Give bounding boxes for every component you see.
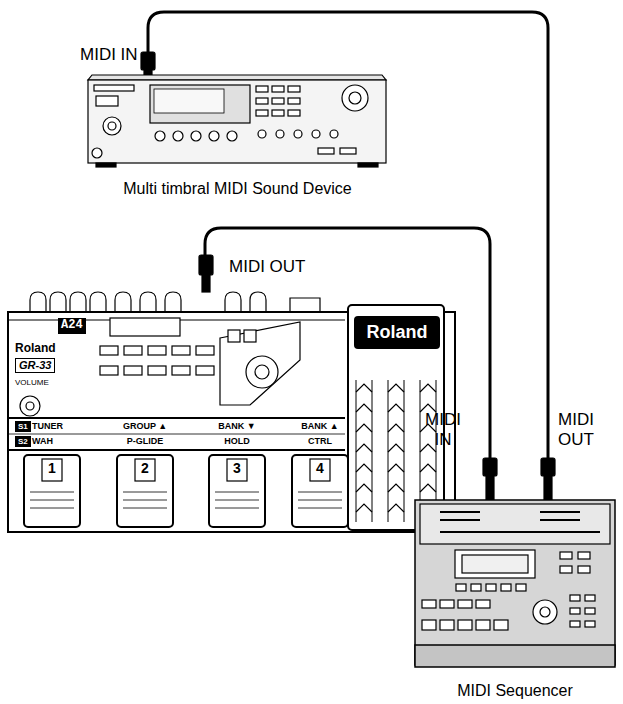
switch-function: BANK ▲ [290,421,350,431]
footswitch-number: 4 [310,460,330,476]
device-caption: MIDI Sequencer [415,682,615,700]
switch-function: P-GLIDE [110,436,180,446]
guitar-synthesizer: RolandGR-33 A24VOLUME S1TUNER GROUP ▲ BANK ▼… [8,290,455,532]
port-label: MIDI OUT [229,257,306,277]
sequencer-unit [415,458,615,667]
guitar-synth-unit [8,255,455,532]
device-caption: Multi timbral MIDI Sound Device [85,180,390,198]
switch-function: TUNER [32,421,63,431]
port-label: MIDI OUT [558,410,608,451]
switch-function: GROUP ▲ [110,421,180,431]
brand-name: Roland [15,342,56,356]
patch-display: A24 [58,318,86,334]
midi-sequencer: MIDI Sequencer [415,458,615,700]
port-label: MIDI IN [418,410,468,451]
pedal-badge: Roland [354,316,440,349]
port-label: MIDI IN [80,45,138,65]
footswitch-number: 3 [227,460,247,476]
switch-badge: S2 [15,436,31,447]
sound-device: Multi timbral MIDI Sound Device [85,52,390,204]
footswitch-number: 2 [135,460,155,476]
footswitch-number: 1 [42,460,62,476]
switch-function: BANK ▼ [202,421,272,431]
switch-function: CTRL [290,436,350,446]
knob-label: VOLUME [15,378,49,387]
model-name: GR-33 [15,358,55,373]
switch-badge: S1 [15,421,31,432]
switch-function: HOLD [202,436,272,446]
switch-function: WAH [32,436,53,446]
sound-module [88,52,386,167]
